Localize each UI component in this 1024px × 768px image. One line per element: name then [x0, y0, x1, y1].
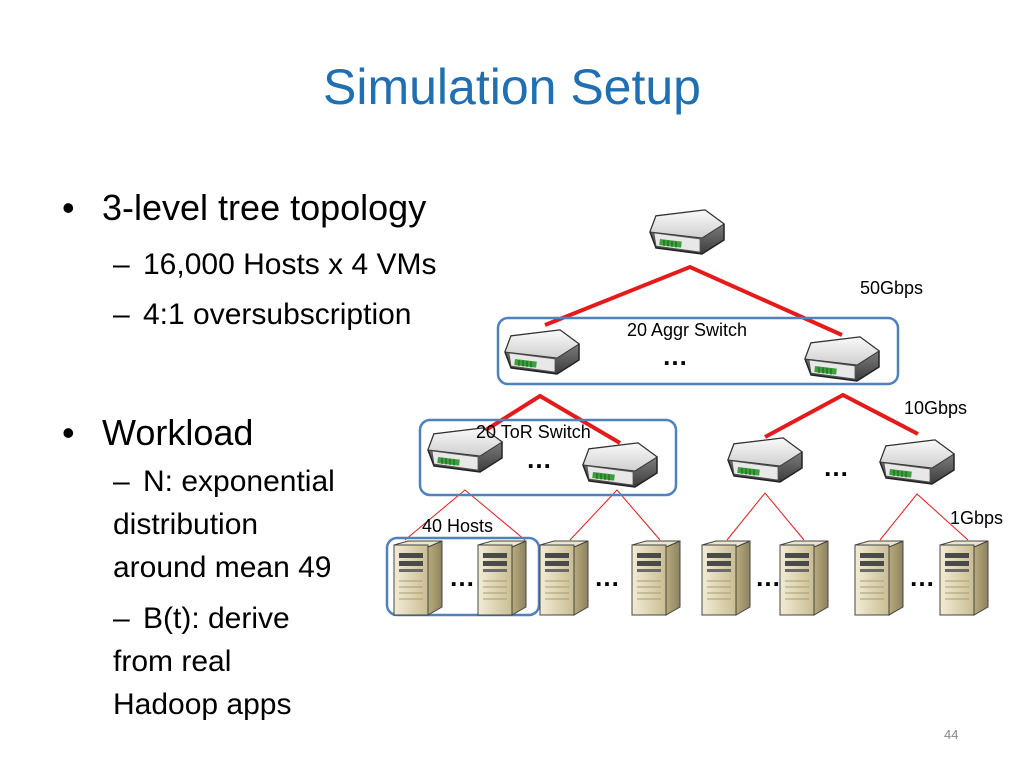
tor-ellipsis: … [823, 452, 849, 482]
bullet-workload: •Workload [62, 412, 254, 453]
host-group-label: 40 Hosts [422, 516, 493, 536]
core-switch-icon [649, 209, 725, 255]
server-icon [393, 540, 443, 616]
aggr-link-left [468, 393, 622, 445]
host-group-box [385, 536, 541, 617]
aggr-link-speed-label: 10Gbps [904, 398, 967, 418]
bullet-list: •3-level tree topology –16,000 Hosts x 4… [0, 0, 510, 768]
host-link [879, 493, 969, 541]
core-aggr-links [544, 264, 843, 337]
aggr-link-right [764, 392, 919, 439]
sub-bullet-bt-derive: –B(t): derive from real Hadoop apps [113, 602, 292, 721]
core-link-speed-label: 50Gbps [860, 278, 923, 298]
tor-switch-icon [879, 439, 955, 485]
slide-title: Simulation Setup [322, 59, 701, 115]
host-link-speed-label: 1Gbps [950, 508, 1003, 528]
server-icon [539, 540, 589, 616]
bullet-topology: •3-level tree topology [62, 187, 427, 228]
tor-switch-icon [582, 442, 658, 488]
host-ellipsis: … [909, 562, 935, 592]
aggr-group-label: 20 Aggr Switch [627, 320, 747, 340]
aggr-switch-icon [804, 336, 880, 382]
core-link [544, 264, 843, 337]
host-link [404, 489, 526, 541]
page-number: 44 [944, 727, 959, 742]
tor-group-label: 20 ToR Switch [476, 422, 591, 442]
server-icon [854, 540, 904, 616]
tor-ellipsis: … [526, 444, 552, 474]
server-icon [631, 540, 681, 616]
aggr-switch-icon [504, 329, 580, 375]
tor-switch-icon [727, 437, 803, 483]
server-icon [779, 540, 829, 616]
sub-bullet-n-distribution: –N: exponential distribution around mean… [113, 465, 335, 584]
host-ellipsis: … [449, 562, 475, 592]
host-ellipsis: … [755, 562, 781, 592]
tor-host-links [404, 489, 969, 541]
host-link [569, 489, 661, 541]
server-icon [701, 540, 751, 616]
tor-group-box [418, 418, 678, 497]
aggr-group-box [496, 316, 900, 386]
host-ellipsis: … [594, 562, 620, 592]
host-link [726, 492, 805, 541]
aggr-ellipsis: … [662, 341, 688, 371]
bullet-dot: • [62, 187, 75, 228]
bullet-dot: • [62, 412, 75, 453]
aggr-tor-links [468, 392, 919, 445]
server-icon [477, 540, 527, 616]
server-icon [939, 540, 989, 616]
sub-bullet-oversubscription: –4:1 oversubscription [113, 298, 412, 331]
sub-bullet-hosts: –16,000 Hosts x 4 VMs [113, 248, 437, 281]
